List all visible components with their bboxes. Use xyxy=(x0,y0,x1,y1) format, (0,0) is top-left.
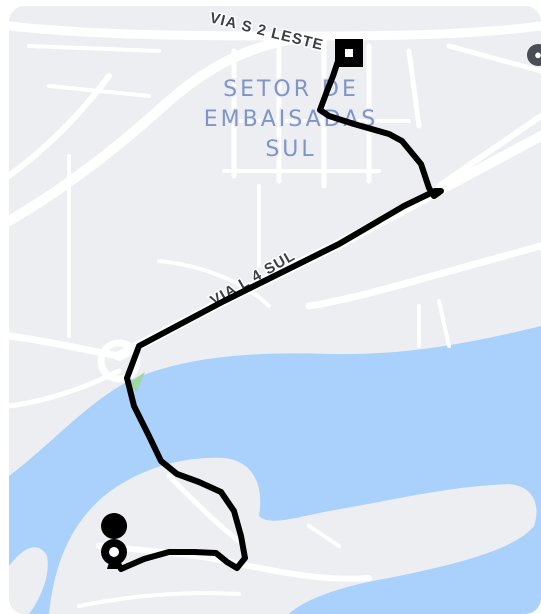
district-label-line2: EMBAISADAS xyxy=(204,107,379,132)
square-stop-center xyxy=(345,49,353,57)
map-canvas[interactable]: VIA S 2 LESTE VIA L 4 SUL SETOR DE EMBAI… xyxy=(9,6,541,614)
road-network xyxy=(9,21,541,608)
district-label-line3: SUL xyxy=(265,137,316,162)
map-edge-icon[interactable]: ● xyxy=(527,44,541,66)
destination-marker[interactable] xyxy=(101,513,128,569)
island-land xyxy=(9,547,48,614)
map-view[interactable]: VIA S 2 LESTE VIA L 4 SUL SETOR DE EMBAI… xyxy=(9,6,541,614)
origin-marker[interactable] xyxy=(335,39,363,67)
location-pin-icon xyxy=(101,513,128,569)
district-label-line1: SETOR DE xyxy=(223,77,359,102)
pin-center xyxy=(109,547,119,557)
peninsula-land xyxy=(49,457,537,614)
route-line xyxy=(112,55,444,572)
